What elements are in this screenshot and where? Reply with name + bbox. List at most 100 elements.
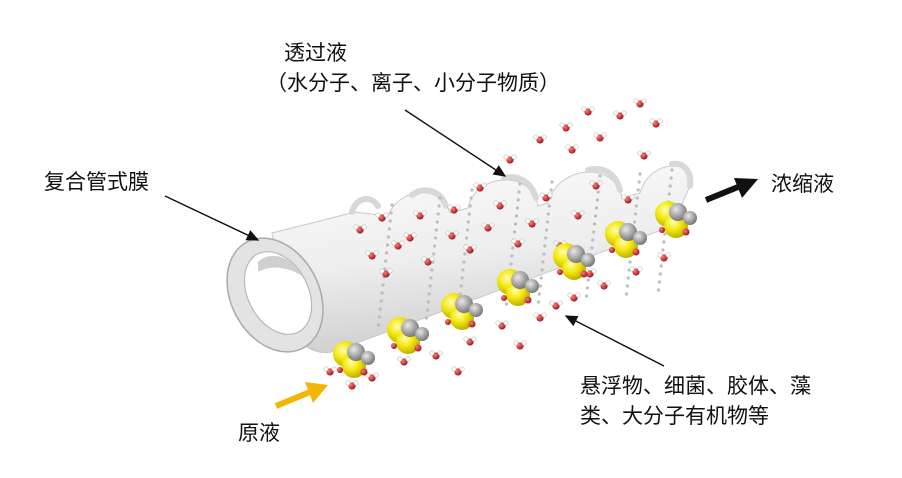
pore-dot (462, 260, 465, 263)
pore-dot (638, 180, 641, 183)
impurities-label-line1: 悬浮物、细菌、胶体、藻 (580, 372, 811, 400)
molecule-hydrogen (456, 205, 460, 209)
particle-red (633, 249, 640, 256)
molecule-hydrogen (464, 337, 468, 341)
molecule-hydrogen (598, 281, 602, 285)
tube-body (272, 166, 690, 353)
molecule-hydrogen (380, 269, 384, 273)
molecule-hydrogen (542, 135, 546, 139)
molecule-hydrogen (404, 233, 408, 237)
molecule-hydrogen (412, 233, 416, 237)
molecule-hydrogen (452, 367, 456, 371)
pore-dot (670, 176, 673, 179)
concentrate-label: 浓缩液 (771, 170, 834, 198)
particle-red (391, 343, 397, 349)
molecule-hydrogen (590, 181, 594, 185)
pore-dot (428, 292, 431, 295)
pore-dot (545, 228, 548, 231)
molecule-hydrogen (602, 133, 606, 137)
pore-dot (594, 214, 597, 217)
molecule-hydrogen (496, 321, 500, 325)
particle-red (501, 295, 507, 301)
feed-arrow (276, 382, 328, 406)
pore-dot (585, 294, 588, 297)
pore-dot (381, 283, 384, 286)
molecule-hydrogen (512, 155, 516, 159)
molecule-hydrogen (534, 135, 538, 139)
pore-dot (516, 206, 519, 209)
particle-grey (415, 327, 429, 341)
molecule-hydrogen (388, 269, 392, 273)
pore-dot (465, 236, 468, 239)
pore-dot (466, 228, 469, 231)
molecule-hydrogen (504, 155, 508, 159)
molecule-hydrogen (568, 293, 572, 297)
pore-dot (538, 292, 541, 295)
pore-dot (378, 315, 381, 318)
molecule-hydrogen (324, 367, 328, 371)
particle-red (659, 227, 665, 233)
feed-label: 原液 (238, 419, 280, 447)
molecule-hydrogen (512, 239, 516, 243)
pore-dot (433, 244, 436, 247)
pore-dot (461, 268, 464, 271)
pore-dot (660, 264, 663, 267)
pore-dot (463, 252, 466, 255)
pore-dot (379, 307, 382, 310)
pore-dot (662, 240, 665, 243)
molecule-hydrogen (522, 341, 526, 345)
pore-dot (590, 246, 593, 249)
pore-dot (436, 220, 439, 223)
pore-dot (511, 246, 514, 249)
pore-dot (467, 220, 470, 223)
pore-dot (438, 204, 441, 207)
pore-dot (638, 172, 641, 175)
pore-dot (537, 300, 540, 303)
molecule-hydrogen (526, 219, 530, 223)
pore-dot (380, 299, 383, 302)
pore-dot (663, 232, 666, 235)
molecule-hydrogen (594, 133, 598, 137)
molecule-hydrogen (540, 193, 544, 197)
molecule-hydrogen (454, 231, 458, 235)
pore-dot (668, 192, 671, 195)
molecule-hydrogen (406, 357, 410, 361)
molecule-hydrogen (400, 241, 404, 245)
impurities-pointer-line (566, 316, 664, 366)
molecule-hydrogen (598, 181, 602, 185)
pore-dot (432, 252, 435, 255)
molecule-hydrogen (460, 367, 464, 371)
molecule-hydrogen (464, 245, 468, 249)
molecule-hydrogen (592, 269, 596, 273)
molecule-hydrogen (472, 245, 476, 249)
molecule-hydrogen (554, 241, 558, 245)
particle-grey (581, 253, 595, 267)
pore-dot (426, 308, 429, 311)
molecule-hydrogen (362, 225, 366, 229)
pore-dot (385, 251, 388, 254)
pore-dot (592, 230, 595, 233)
pore-dot (429, 284, 432, 287)
molecule-hydrogen (646, 151, 650, 155)
pore-dot (634, 212, 637, 215)
molecule-hydrogen (666, 253, 670, 257)
pore-dot (548, 204, 551, 207)
molecule-hydrogen (502, 201, 506, 205)
molecule-hydrogen (414, 211, 418, 215)
pore-dot (513, 230, 516, 233)
particle-red (609, 247, 615, 253)
pore-dot (661, 248, 664, 251)
pore-dot (389, 219, 392, 222)
particle-red (557, 269, 563, 275)
permeate-pointer-line (405, 110, 505, 176)
pore-dot (434, 236, 437, 239)
molecule-hydrogen (446, 231, 450, 235)
particle-grey (469, 303, 483, 317)
molecule-hydrogen (438, 351, 442, 355)
pore-dot (544, 236, 547, 239)
molecule-hydrogen (642, 99, 646, 103)
pore-dot (541, 260, 544, 263)
molecule-hydrogen (560, 123, 564, 127)
pore-dot (509, 262, 512, 265)
pore-dot (386, 243, 389, 246)
